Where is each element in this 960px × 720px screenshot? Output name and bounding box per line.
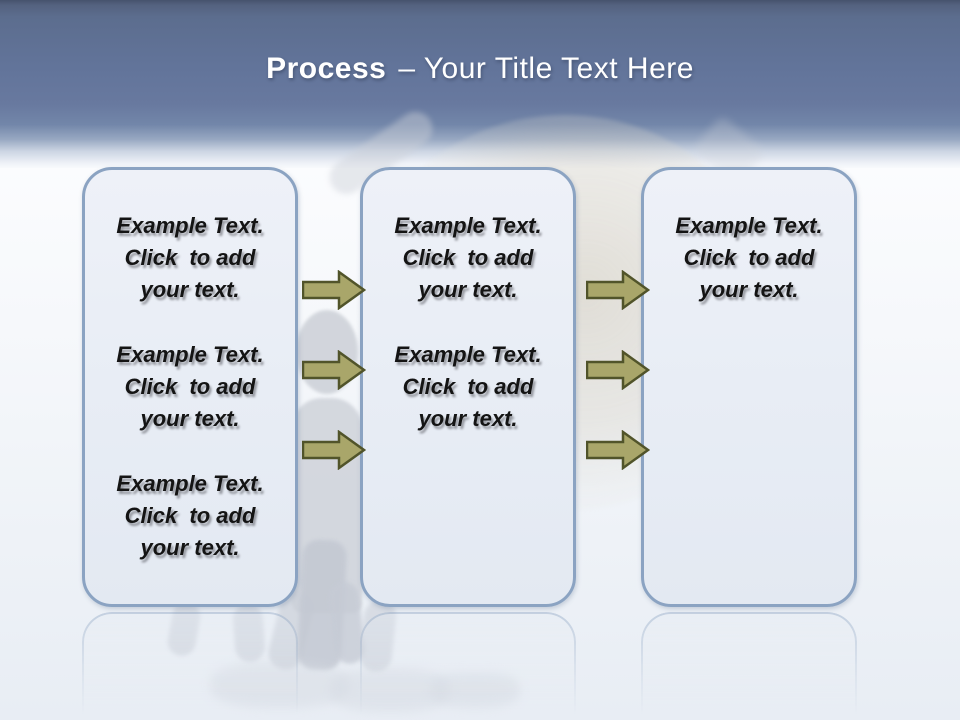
box-text-line: Click to add: [683, 245, 815, 270]
box-paragraph: Example Text. Click to add your text.: [97, 339, 283, 435]
box-text-line: your text.: [418, 277, 518, 302]
box-text-line: your text.: [699, 277, 799, 302]
box-text-line: Example Text.: [116, 342, 264, 367]
box-text-line: Example Text.: [394, 342, 542, 367]
box-paragraph: Example Text. Click to add your text.: [375, 339, 561, 435]
box-text-line: Example Text.: [394, 213, 542, 238]
slide-title[interactable]: Process – Your Title Text Here: [0, 52, 960, 86]
process-box-2[interactable]: Example Text. Click to add your text. Ex…: [360, 167, 576, 607]
process-box-3[interactable]: Example Text. Click to add your text.: [641, 167, 857, 607]
right-arrow-icon: [302, 430, 366, 470]
figure-leg-silhouette: [296, 538, 348, 672]
right-arrow-icon: [302, 270, 366, 310]
box-reflection: [360, 612, 576, 720]
box-text-line: Example Text.: [675, 213, 823, 238]
box-text-line: your text.: [140, 277, 240, 302]
slide-header: Process – Your Title Text Here: [0, 0, 960, 168]
box-reflection: [641, 612, 857, 720]
box-text-line: Click to add: [124, 245, 256, 270]
box-paragraph: Example Text. Click to add your text.: [375, 210, 561, 306]
box-text-line: Click to add: [402, 374, 534, 399]
right-arrow-icon: [302, 350, 366, 390]
box-text-line: Example Text.: [116, 471, 264, 496]
process-box-1[interactable]: Example Text. Click to add your text. Ex…: [82, 167, 298, 607]
box-text-line: Example Text.: [116, 213, 264, 238]
right-arrow-icon: [586, 430, 650, 470]
box-text-line: your text.: [418, 406, 518, 431]
box-paragraph: Example Text. Click to add your text.: [97, 210, 283, 306]
box-text-line: your text.: [140, 535, 240, 560]
right-arrow-icon: [586, 350, 650, 390]
box-text-line: Click to add: [402, 245, 534, 270]
box-paragraph: Example Text. Click to add your text.: [656, 210, 842, 306]
right-arrow-icon: [586, 270, 650, 310]
box-text-line: your text.: [140, 406, 240, 431]
box-reflection: [82, 612, 298, 720]
box-paragraph: Example Text. Click to add your text.: [97, 468, 283, 564]
box-text-line: Click to add: [124, 503, 256, 528]
title-subtitle: – Your Title Text Here: [398, 52, 694, 85]
box-text-line: Click to add: [124, 374, 256, 399]
title-keyword: Process: [266, 52, 387, 85]
